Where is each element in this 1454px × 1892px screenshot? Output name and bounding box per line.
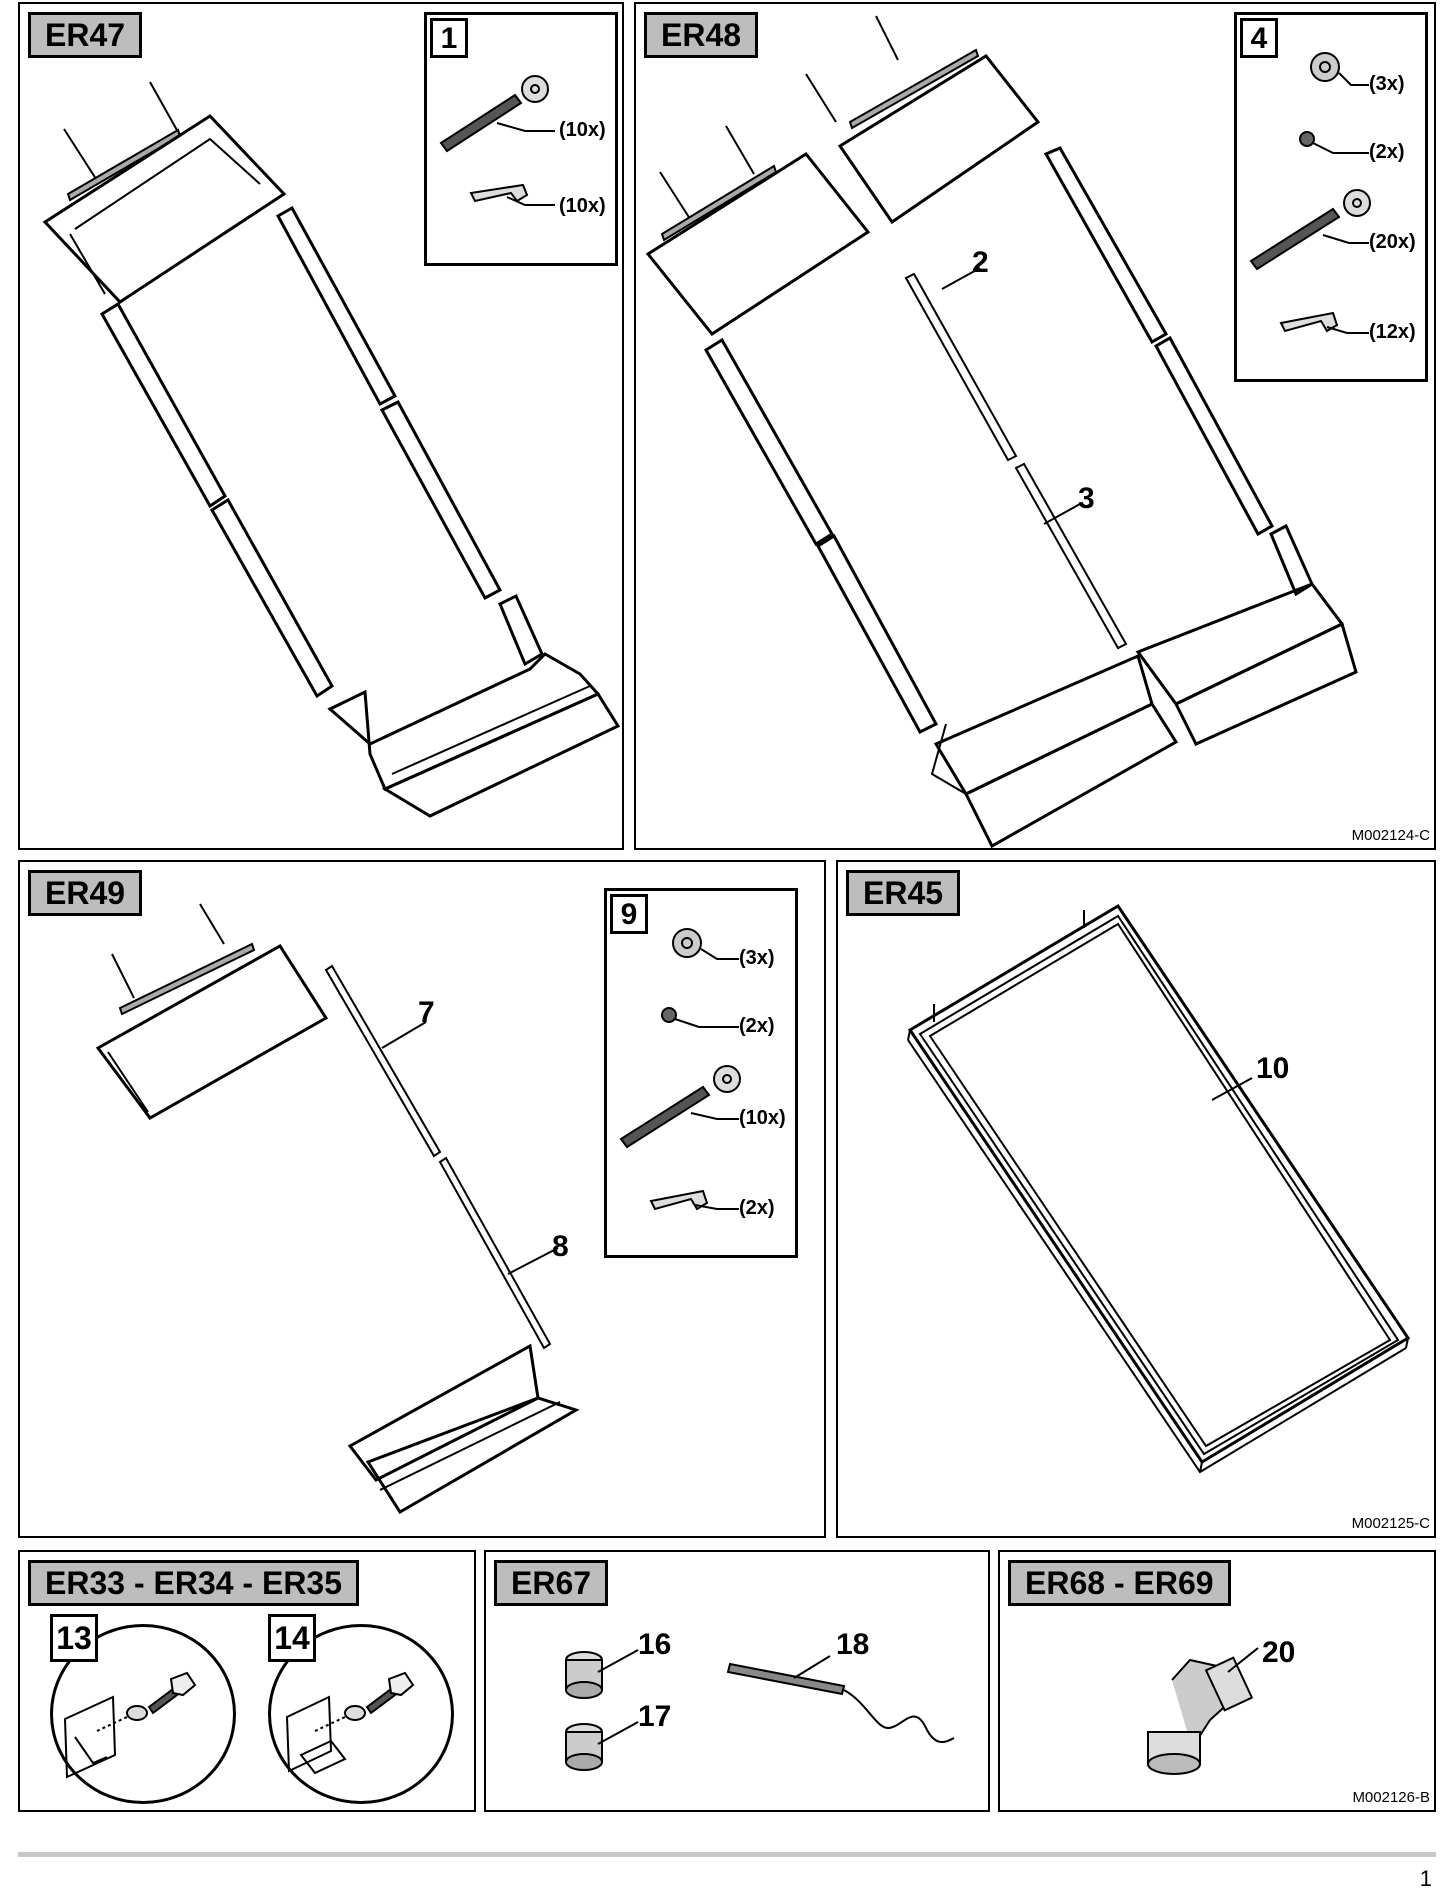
- er48-step-number: 4: [1240, 18, 1278, 58]
- er47-roof-frame-illustration: [42, 81, 621, 818]
- er47-qty-clip: (10x): [559, 195, 606, 217]
- er67-tag: ER67: [494, 1560, 609, 1606]
- er49-hardware-inset: 9 (3x) (2x) (10x) (2x): [604, 888, 798, 1258]
- er47-step-number: 1: [430, 18, 468, 58]
- er67-ref-16: 16: [638, 1628, 672, 1661]
- er49-roof-frame-illustration: [95, 903, 580, 1515]
- er47-hardware-inset: 1 (10x) (10x): [424, 12, 618, 266]
- er49-step-number: 9: [610, 894, 648, 934]
- er48-qty-clip: (12x): [1369, 321, 1416, 343]
- detail-number-14: 14: [268, 1614, 316, 1662]
- er68-drawing-code: M002126-B: [1352, 1789, 1430, 1806]
- er49-qty-small: (2x): [739, 1015, 775, 1037]
- er47-hardware-illustration: [439, 75, 555, 206]
- er68-tag: ER68 - ER69: [1008, 1560, 1231, 1606]
- er67-ref-17: 17: [638, 1700, 672, 1733]
- er49-ref-7: 7: [418, 996, 435, 1029]
- er68-elbow-fitting-illustration: [1147, 1647, 1259, 1775]
- detail-number-13: 13: [50, 1614, 98, 1662]
- er47-tag: ER47: [28, 12, 143, 58]
- bracket-bolt-illustration-alt: [285, 1671, 415, 1775]
- er48-hardware-illustration: [1249, 52, 1371, 334]
- er68-ref-20: 20: [1262, 1636, 1296, 1669]
- er33-tag: ER33 - ER34 - ER35: [28, 1560, 360, 1606]
- panel-er68-er69: ER68 - ER69 20 M002126-B: [998, 1550, 1436, 1812]
- er45-ref-10: 10: [1256, 1052, 1290, 1085]
- er49-ref-8: 8: [552, 1230, 569, 1263]
- er49-qty-clip: (2x): [739, 1197, 775, 1219]
- bracket-bolt-illustration: [63, 1671, 197, 1779]
- panel-er48: ER48 2 3 4 (3x) (2x) (20x) (12x) M002124…: [634, 2, 1436, 850]
- er48-qty-small: (2x): [1369, 141, 1405, 163]
- footer-rule: [18, 1852, 1436, 1857]
- er49-hardware-illustration: [619, 928, 741, 1211]
- panel-er47: ER47 1 (10x) (10x): [18, 2, 624, 850]
- panel-er33-er34-er35: ER33 - ER34 - ER35 13 14: [18, 1550, 476, 1812]
- er48-qty-screw: (20x): [1369, 231, 1416, 253]
- detail-circle-14: [268, 1624, 454, 1804]
- er48-roof-frame-illustration: [645, 15, 1358, 849]
- er67-ref-18: 18: [836, 1628, 870, 1661]
- er67-fittings-illustration: [565, 1649, 955, 1771]
- er45-solar-collector-illustration: [907, 903, 1411, 1474]
- er45-drawing-code: M002125-C: [1351, 1515, 1430, 1532]
- er47-qty-screw: (10x): [559, 119, 606, 141]
- er48-ref-3: 3: [1078, 482, 1095, 515]
- panel-er67: ER67 16 17 18: [484, 1550, 990, 1812]
- er48-ref-2: 2: [972, 246, 989, 279]
- panel-er45: ER45 10 M002125-C: [836, 860, 1436, 1538]
- er49-qty-nut: (3x): [739, 947, 775, 969]
- er45-tag: ER45: [846, 870, 961, 916]
- er48-drawing-code: M002124-C: [1351, 827, 1430, 844]
- page-number: 1: [1419, 1866, 1432, 1891]
- er48-qty-nut: (3x): [1369, 73, 1405, 95]
- er48-hardware-inset: 4 (3x) (2x) (20x) (12x): [1234, 12, 1428, 382]
- er49-tag: ER49: [28, 870, 143, 916]
- er49-qty-screw: (10x): [739, 1107, 786, 1129]
- panel-er49: ER49 7 8 9 (3x) (2x) (10x) (2x): [18, 860, 826, 1538]
- er48-tag: ER48: [644, 12, 759, 58]
